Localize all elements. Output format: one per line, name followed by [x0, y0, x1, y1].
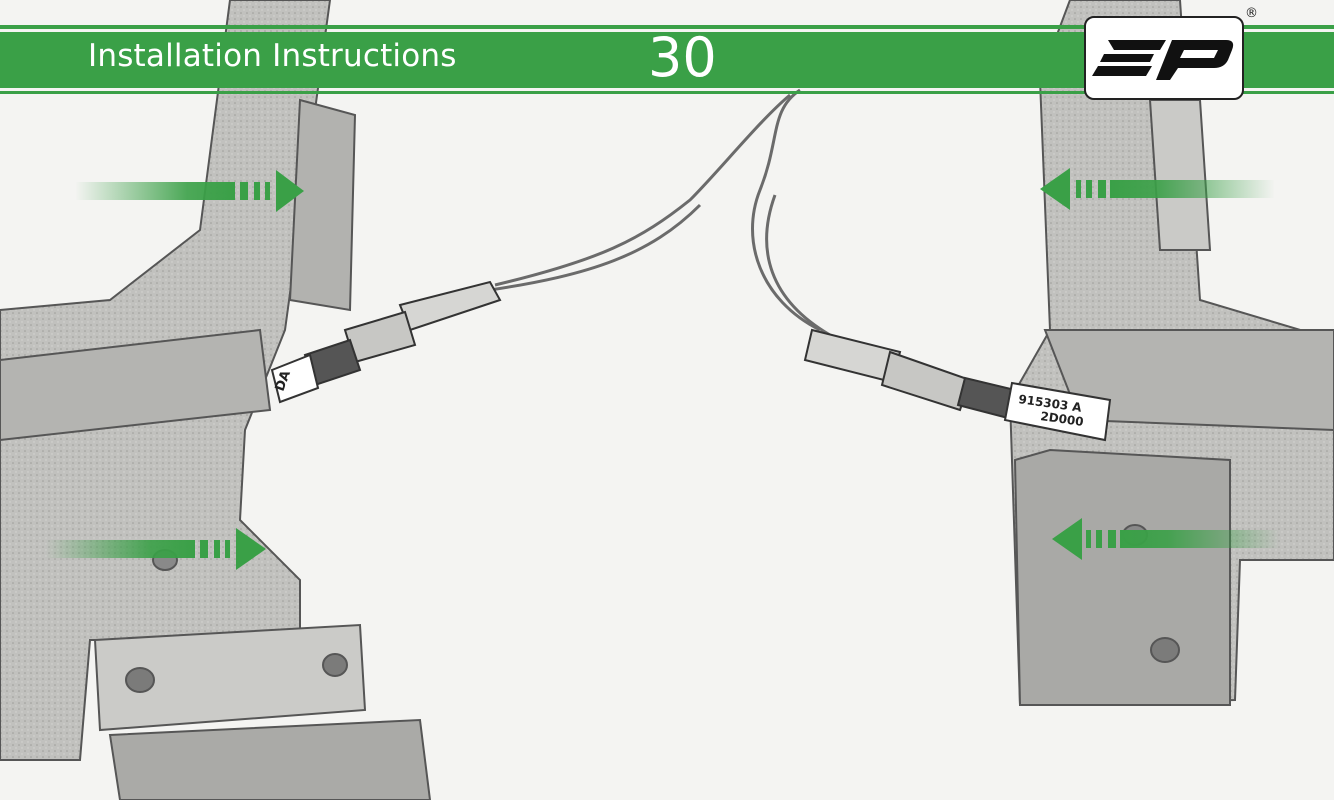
wiring-harness — [490, 90, 830, 335]
ep-logo-icon — [1086, 18, 1242, 98]
document-title: Installation Instructions — [88, 38, 457, 74]
page-number: 30 — [648, 26, 717, 89]
right-frame-sketch — [1010, 0, 1334, 705]
brand-logo — [1084, 16, 1244, 100]
left-frame-sketch — [0, 0, 430, 800]
registered-mark: ® — [1245, 6, 1258, 21]
